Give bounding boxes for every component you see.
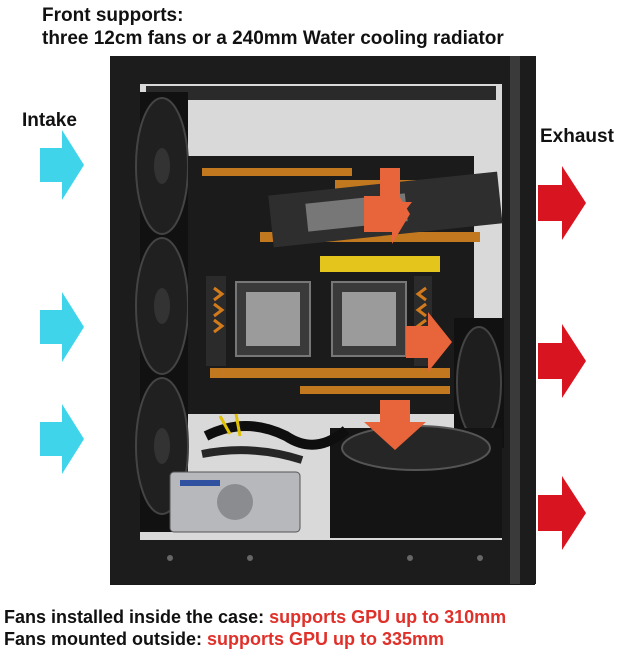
footer-line-2-prefix: Fans mounted outside:: [4, 629, 208, 649]
intake-arrow-middle: [40, 292, 84, 362]
header-title: Front supports: three 12cm fans or a 240…: [42, 4, 504, 50]
intake-arrow-top: [40, 130, 84, 200]
footer-line-1-value: supports GPU up to 310mm: [269, 607, 507, 627]
front-fans: [135, 92, 189, 532]
case-top-bar: [110, 56, 536, 84]
intake-label: Intake: [22, 110, 77, 131]
exhaust-arrow-middle: [538, 324, 586, 398]
power-supply: [330, 425, 502, 538]
cable-bundle: [201, 413, 350, 464]
footer-line-1: Fans installed inside the case: supports…: [4, 606, 506, 628]
footer-line-2: Fans mounted outside: supports GPU up to…: [4, 628, 444, 650]
case-left-pillar: [110, 56, 140, 584]
footer-line-1-prefix: Fans installed inside the case:: [4, 607, 270, 627]
airflow-arrows: [364, 168, 452, 450]
intake-arrow-bottom: [40, 404, 84, 474]
header-line-1: Front supports:: [42, 5, 184, 26]
exhaust-arrow-bottom: [538, 476, 586, 550]
exhaust-label: Exhaust: [540, 126, 614, 147]
hard-drive: [169, 471, 301, 533]
computer-case-illustration: [110, 56, 536, 585]
case-bottom-bar: [110, 540, 536, 584]
exhaust-arrow-top: [538, 166, 586, 240]
footer-line-2-value: supports GPU up to 335mm: [207, 629, 445, 649]
header-line-2: three 12cm fans or a 240mm Water cooling…: [42, 28, 504, 49]
